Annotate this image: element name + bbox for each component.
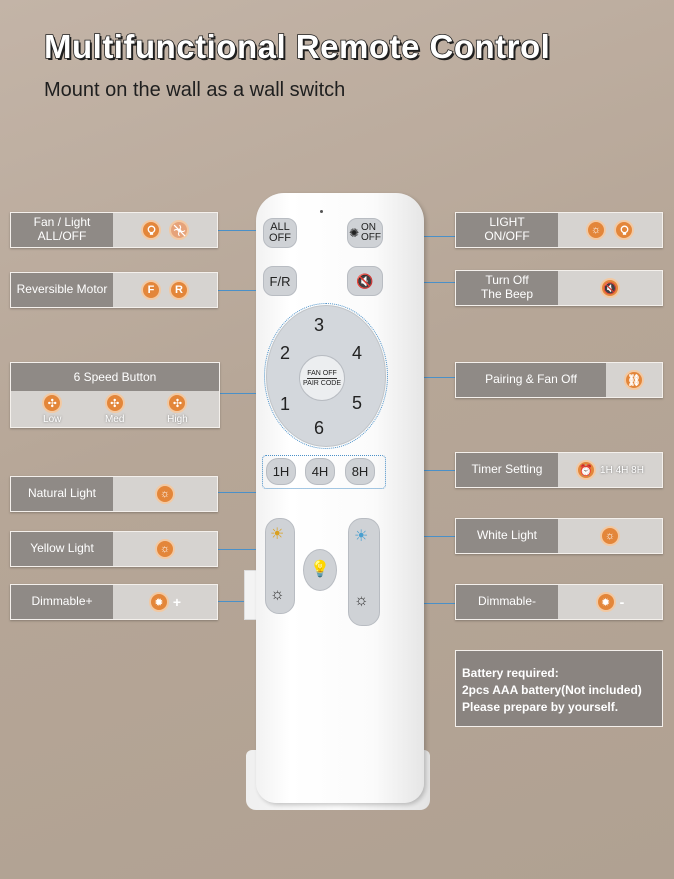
label-dimmable-plus: Dimmable+ ✹+ — [10, 584, 218, 620]
label-reversible-motor: Reversible Motor F R — [10, 272, 218, 308]
warm-dim-rocker — [265, 518, 295, 614]
label-text: Reversible Motor — [11, 273, 113, 307]
led-indicator — [320, 210, 323, 213]
connector-line — [218, 393, 270, 394]
label-icons — [113, 213, 217, 247]
label-fan-light-alloff: Fan / Light ALL/OFF — [10, 212, 218, 248]
label-pairing-fan-off: Pairing & Fan Off ⛓ — [455, 362, 663, 398]
fan-high-icon: ✣ — [167, 393, 188, 413]
speed-5-button[interactable]: 5 — [352, 393, 363, 413]
timer-8h-button[interactable]: 8H — [345, 458, 375, 485]
white-light-icon: ☼ — [600, 526, 620, 546]
label-icons: ☼ — [113, 477, 217, 511]
label-white-light: White Light ☼ — [455, 518, 663, 554]
label-six-speed: 6 Speed Button ✣Low ✣Med ✣High — [10, 362, 220, 428]
fan-off-pair-button[interactable]: FAN OFF PAIR CODE — [299, 355, 345, 401]
reverse-icon: R — [169, 280, 189, 300]
link-icon: ⛓ — [624, 370, 644, 390]
light-on-icon: ☼ — [586, 220, 606, 240]
speed-2-button[interactable]: 2 — [280, 343, 291, 363]
label-icons: ✹+ — [113, 585, 217, 619]
label-icons: ☼ — [113, 532, 217, 566]
brightness-icon: ✹ — [595, 592, 616, 612]
page-title: Multifunctional Remote Control — [43, 27, 551, 66]
all-off-button[interactable]: ALL OFF — [263, 218, 297, 248]
battery-note: Battery required: 2pcs AAA battery(Not i… — [455, 650, 663, 727]
fan-low-icon: ✣ — [42, 393, 63, 413]
label-icons: ☼ — [558, 213, 662, 247]
light-onoff-button[interactable]: ✺ON OFF — [347, 218, 383, 248]
wheel-highlight — [264, 303, 388, 449]
speed-high: ✣High — [167, 393, 188, 425]
label-text: White Light — [456, 519, 558, 553]
timer-1h-button[interactable]: 1H — [266, 458, 296, 485]
dim-minus-button[interactable]: ☼ — [354, 592, 369, 609]
label-text: Pairing & Fan Off — [456, 363, 606, 397]
speed-3-button[interactable]: 3 — [314, 315, 325, 335]
label-text: Turn Off The Beep — [456, 271, 558, 305]
label-icons: ⏰1H 4H 8H — [558, 453, 662, 487]
timer-highlight — [262, 455, 386, 489]
connector-line — [218, 549, 280, 550]
label-text: Dimmable- — [456, 585, 558, 619]
mute-icon: 🔇 — [356, 273, 374, 289]
label-text: Dimmable+ — [11, 585, 113, 619]
label-icons: ⛓ — [606, 363, 662, 397]
label-natural-light: Natural Light ☼ — [10, 476, 218, 512]
speed-6-button[interactable]: 6 — [314, 418, 325, 438]
white-light-button[interactable]: ☀ — [354, 528, 369, 545]
label-text: Fan / Light ALL/OFF — [11, 213, 113, 247]
yellow-light-button[interactable]: ☀ — [270, 526, 285, 543]
label-icons: 🔇 — [558, 271, 662, 305]
battery-line-2: 2pcs AAA battery(Not included) — [462, 682, 642, 697]
label-text: LIGHT ON/OFF — [456, 213, 558, 247]
battery-line-3: Please prepare by yourself. — [462, 699, 619, 714]
forward-icon: F — [141, 280, 161, 300]
sun-icon: ✺ — [348, 226, 360, 240]
page-subtitle: Mount on the wall as a wall switch — [44, 79, 346, 101]
speed-med: ✣Med — [104, 393, 125, 425]
brightness-icon: ✹ — [148, 592, 169, 612]
speed-icons: ✣Low ✣Med ✣High — [11, 391, 219, 427]
alarm-clock-icon: ⏰ — [576, 460, 597, 480]
timer-values: 1H 4H 8H — [600, 464, 644, 476]
bulb-icon: 💡 — [310, 561, 330, 578]
label-icons: ✹- — [558, 585, 662, 619]
speed-4-button[interactable]: 4 — [352, 343, 363, 363]
label-yellow-light: Yellow Light ☼ — [10, 531, 218, 567]
label-text: Natural Light — [11, 477, 113, 511]
natural-light-button[interactable]: 💡 — [303, 549, 337, 591]
mute-button[interactable]: 🔇 — [347, 266, 383, 296]
timer-4h-button[interactable]: 4H — [305, 458, 335, 485]
label-dimmable-minus: Dimmable- ✹- — [455, 584, 663, 620]
speed-1-button[interactable]: 1 — [280, 394, 291, 414]
label-timer-setting: Timer Setting ⏰1H 4H 8H — [455, 452, 663, 488]
label-text: Yellow Light — [11, 532, 113, 566]
bulb-icon — [141, 220, 161, 240]
plus-sign: + — [172, 594, 182, 610]
fr-button[interactable]: F/R — [263, 266, 297, 296]
minus-sign: - — [619, 594, 625, 610]
connector-line — [218, 230, 278, 231]
bulb-icon — [614, 220, 634, 240]
yellow-light-icon: ☼ — [155, 539, 175, 559]
label-text: Timer Setting — [456, 453, 558, 487]
label-icons: F R — [113, 273, 217, 307]
label-icons: ☼ — [558, 519, 662, 553]
label-text: 6 Speed Button — [11, 363, 219, 391]
cool-dim-rocker — [348, 518, 380, 626]
speed-low: ✣Low — [42, 393, 63, 425]
fan-off-icon — [169, 220, 189, 240]
mute-icon: 🔇 — [600, 278, 620, 298]
connector-line — [218, 290, 280, 291]
label-turn-off-beep: Turn Off The Beep 🔇 — [455, 270, 663, 306]
label-light-onoff: LIGHT ON/OFF ☼ — [455, 212, 663, 248]
battery-line-1: Battery required: — [462, 666, 559, 680]
natural-light-icon: ☼ — [155, 484, 175, 504]
fan-med-icon: ✣ — [104, 393, 125, 413]
dim-plus-button[interactable]: ☼ — [270, 586, 285, 603]
